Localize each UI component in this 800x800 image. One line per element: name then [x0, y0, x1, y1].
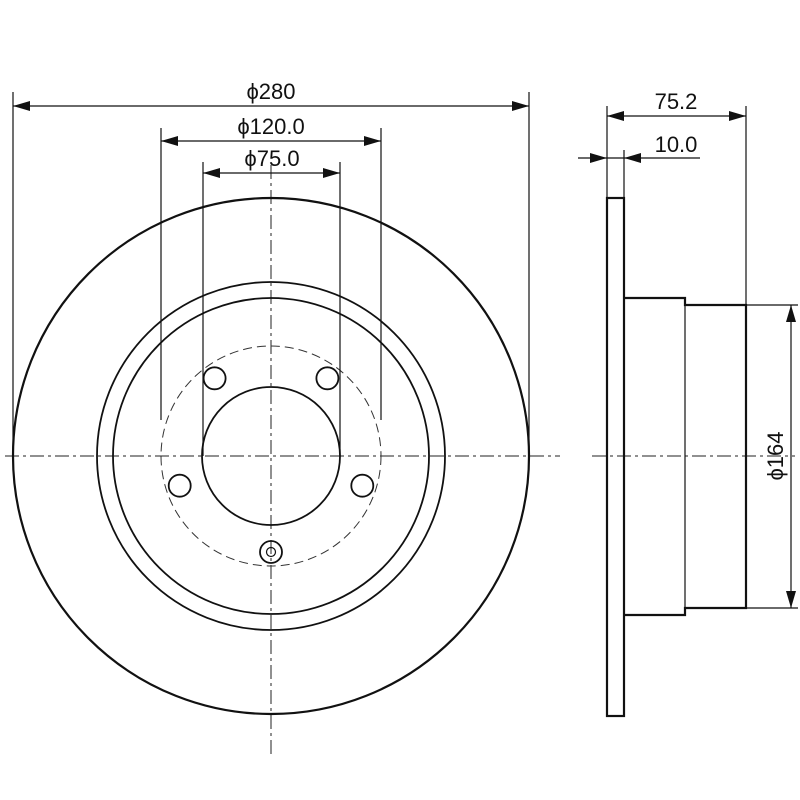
bolt-hole [259, 540, 283, 564]
side-view [592, 196, 795, 718]
center-bore [201, 386, 341, 526]
hat-inner-ring [112, 297, 430, 615]
dim-thickness-arrow-right [624, 153, 641, 163]
dim-height-arrow-left [607, 111, 624, 121]
hat-outer-ring [96, 281, 446, 631]
dim-pcd-arrow-left [161, 136, 178, 146]
side-dimensions: 75.2 10.0 ϕ164 [578, 89, 798, 609]
dim-hat-diameter-label: ϕ164 [763, 431, 788, 480]
bolt-hole [167, 473, 192, 498]
bolt-hole [350, 473, 375, 498]
dim-outer-arrow-left [13, 101, 30, 111]
dim-pcd-diameter-label: ϕ120.0 [237, 114, 304, 139]
locating-hole-inner [265, 546, 277, 558]
bolt-holes [167, 366, 375, 564]
side-disc-plate [605, 196, 626, 718]
bolt-pitch-circle [160, 345, 382, 567]
bolt-hole [315, 366, 340, 391]
dim-disc-thickness-label: 10.0 [655, 132, 698, 157]
dim-hat-arrow-top [786, 305, 796, 322]
dim-outer-diameter-label: ϕ280 [246, 79, 295, 104]
dim-outer-arrow-right [512, 101, 529, 111]
dim-bore-arrow-right [323, 168, 340, 178]
dim-thickness-arrow-left [590, 153, 607, 163]
dim-height-arrow-right [729, 111, 746, 121]
dim-bore-diameter-label: ϕ75.0 [244, 146, 299, 171]
front-view [5, 165, 560, 755]
bolt-hole [202, 366, 227, 391]
dim-overall-height-label: 75.2 [655, 89, 698, 114]
dim-hat-arrow-bottom [786, 591, 796, 608]
front-dimensions: ϕ280 ϕ120.0 ϕ75.0 [12, 79, 530, 456]
side-hat-outline [624, 296, 748, 617]
dim-bore-arrow-left [203, 168, 220, 178]
dim-pcd-arrow-right [364, 136, 381, 146]
